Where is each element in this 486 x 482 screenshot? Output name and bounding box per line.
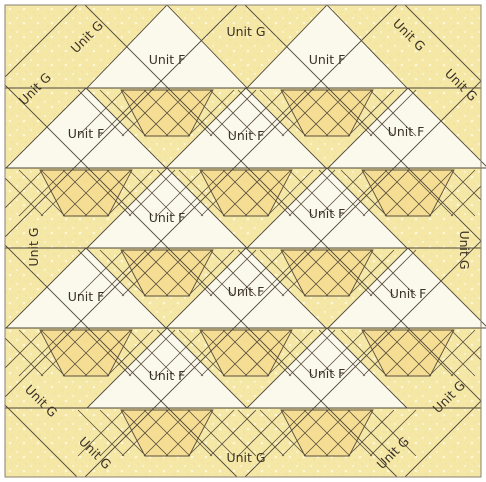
unit-f-label: Unit F xyxy=(68,289,105,304)
unit-f-label: Unit F xyxy=(388,124,425,139)
unit-g-label: Unit G xyxy=(226,24,265,39)
unit-f-label: Unit F xyxy=(228,128,265,143)
unit-f-label: Unit F xyxy=(149,368,186,383)
unit-f-label: Unit F xyxy=(149,52,186,67)
unit-f-label: Unit F xyxy=(390,286,427,301)
unit-g-label: Unit G xyxy=(26,227,41,266)
unit-g-label: Unit G xyxy=(457,230,472,269)
unit-f-label: Unit F xyxy=(309,52,346,67)
unit-f-label: Unit F xyxy=(228,284,265,299)
unit-f-label: Unit F xyxy=(149,210,186,225)
unit-f-label: Unit F xyxy=(309,206,346,221)
unit-f-label: Unit F xyxy=(68,126,105,141)
unit-f-label: Unit F xyxy=(309,366,346,381)
unit-g-label: Unit G xyxy=(226,450,265,465)
